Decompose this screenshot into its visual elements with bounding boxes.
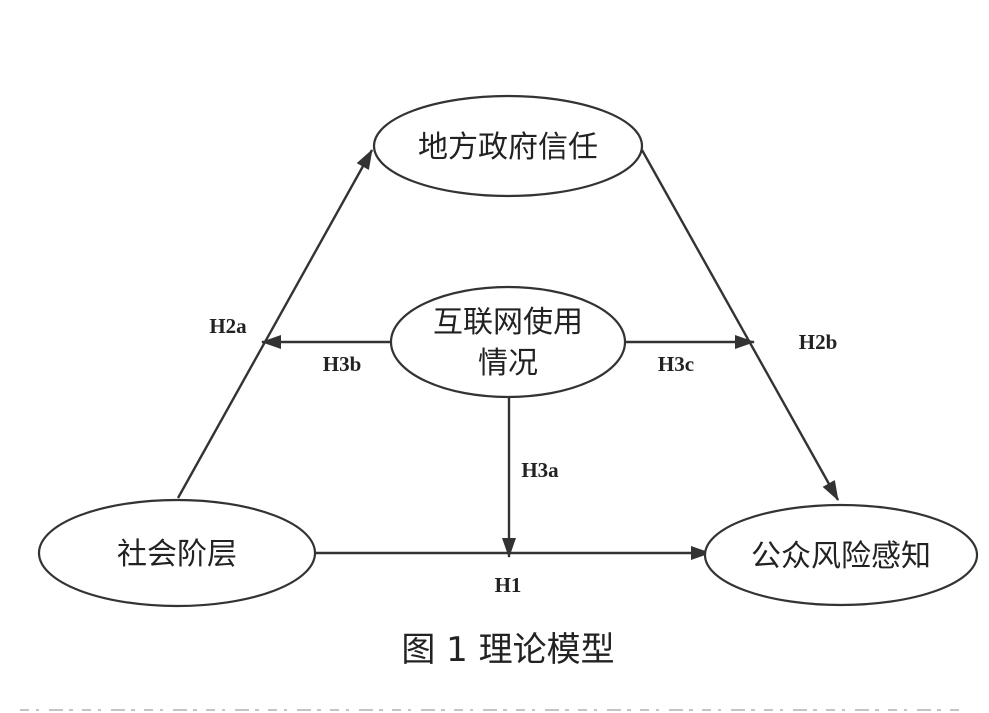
edge-label-h3b: H3b bbox=[323, 352, 362, 376]
figure-caption: 图 1 理论模型 bbox=[401, 630, 614, 670]
edge-label-h3c: H3c bbox=[658, 352, 694, 376]
node-social-class: 社会阶层 bbox=[37, 498, 317, 608]
node-label-line-2: 情况 bbox=[478, 346, 538, 381]
node-label: 地方政府信任 bbox=[418, 130, 598, 165]
node-internet-use: 互联网使用 情况 bbox=[389, 285, 627, 399]
node-ellipse bbox=[372, 94, 644, 198]
node-ellipse bbox=[37, 498, 317, 608]
edge-label-h2b: H2b bbox=[799, 330, 838, 354]
edge-label-h3a: H3a bbox=[521, 458, 559, 482]
edge-h2b-arrow bbox=[640, 149, 840, 501]
edge-label-h2a: H2a bbox=[209, 314, 247, 338]
edge-h2a-arrow bbox=[176, 149, 374, 499]
edge-label-h1: H1 bbox=[495, 573, 522, 597]
node-ellipse bbox=[389, 285, 627, 399]
node-local-government-trust: 地方政府信任 bbox=[372, 94, 644, 198]
node-label-line-1: 互联网使用 bbox=[433, 305, 583, 340]
node-label: 社会阶层 bbox=[117, 537, 237, 572]
node-ellipse bbox=[703, 503, 979, 607]
node-label: 公众风险感知 bbox=[751, 539, 931, 574]
node-public-risk-perception: 公众风险感知 bbox=[703, 503, 979, 607]
